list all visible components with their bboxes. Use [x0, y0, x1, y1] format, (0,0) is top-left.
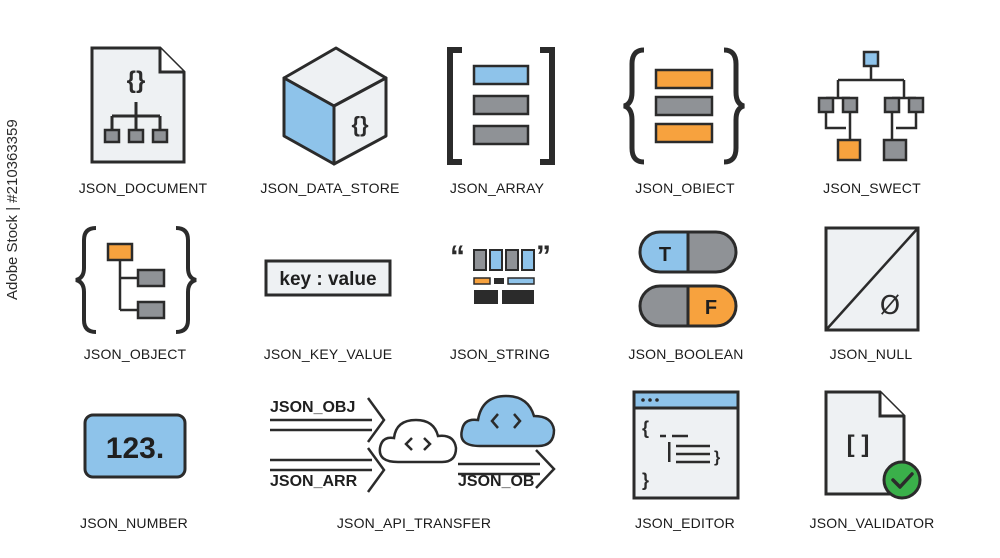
svg-text:“: “ [450, 240, 465, 273]
watermark-text: Adobe Stock | #210363359 [4, 119, 21, 300]
null-glyph: Ø [880, 291, 900, 321]
json-validator-label: JSON_VALIDATOR [809, 515, 935, 531]
number-text: 123. [106, 432, 164, 465]
validator-glyph: [ ] [847, 431, 870, 458]
json-array-label: JSON_ARRAY [449, 180, 545, 196]
svg-text:}: } [642, 470, 649, 490]
json-object-label: JSON_OBJECT [83, 346, 187, 362]
boolean-true-letter: T [659, 244, 671, 266]
json-key-value-label: JSON_KEY_VALUE [263, 346, 393, 362]
json-document-label: JSON_DOCUMENT [78, 180, 208, 196]
json-obiect-label: JSON_OBIECT [635, 180, 735, 196]
json-api-transfer-label: JSON_API_TRANSFER [336, 515, 492, 531]
json-null-label: JSON_NULL [829, 346, 913, 362]
json-string-label: JSON_STRING [449, 346, 551, 362]
json-editor-label: JSON_EDITOR [635, 515, 735, 531]
boolean-false-letter: F [705, 297, 717, 319]
api-arrow-obj: JSON_OBJ [270, 399, 355, 416]
api-arrow-arr: JSON_ARR [270, 473, 358, 490]
svg-text:”: ” [536, 240, 551, 273]
json-data-store-label: JSON_DATA_STORE [260, 180, 400, 196]
data-store-glyph: {} [351, 112, 369, 137]
key-value-text: key : value [279, 269, 376, 290]
json-boolean-label: JSON_BOOLEAN [628, 346, 744, 362]
svg-text:{: { [642, 418, 649, 438]
svg-text:}: } [714, 449, 720, 466]
document-glyph: {} [127, 67, 146, 94]
json-number-label: JSON_NUMBER [80, 515, 188, 531]
json-swect-label: JSON_SWECT [823, 180, 921, 196]
api-arrow-ob: JSON_OB [458, 473, 534, 490]
